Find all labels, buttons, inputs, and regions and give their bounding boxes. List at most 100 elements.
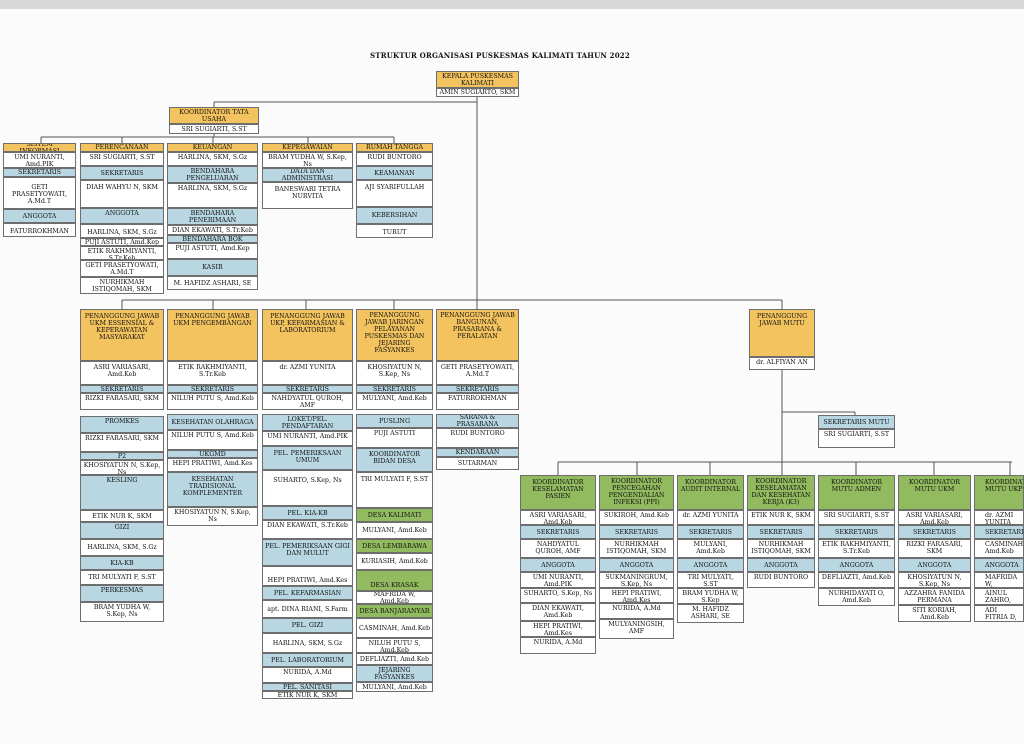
org-node: KOORDINATOR MUTU ADMEN — [818, 475, 895, 510]
org-node: SARANA & PRASARANA — [436, 414, 519, 428]
org-node: DESA KRASAK — [356, 570, 433, 591]
org-node: MULYANI, Amd.Keb — [356, 682, 433, 692]
org-node: DIAN EKAWATI, Amd.Keb — [520, 603, 596, 621]
org-node: SUKMANINGRUM, S.Kep, Ns — [599, 572, 674, 588]
org-node: KOORDINATOR BIDAN DESA — [356, 448, 433, 472]
org-node: RIZKI FARASARI, SKM — [80, 393, 164, 410]
org-node: SUKIROH, Amd.Keb — [599, 510, 674, 525]
org-node: KEUANGAN — [167, 143, 258, 152]
org-node: NURHIKMAH ISTIQOMAH, SKM — [747, 539, 815, 558]
org-node: SEKRETARIS — [167, 385, 258, 393]
org-node: ANGGOTA — [898, 558, 971, 572]
org-node: HARLINA, SKM, S.Gz — [167, 152, 258, 166]
org-node: JEJARING FASYANKES — [356, 665, 433, 682]
org-node: RUDI BUNTORO — [747, 572, 815, 588]
org-node: M. HAFIDZ ASHARI, SE — [167, 276, 258, 290]
org-node: PUJI ASTUTI, Amd.Kep — [80, 238, 164, 246]
org-node: KURIASIH, Amd.Keb — [356, 553, 433, 570]
org-node: SRI SUGIARTI, S.ST — [818, 429, 895, 448]
org-node: ASRI VARIASARI, Amd.Keb — [898, 510, 971, 525]
org-node: NURIDA, A.Md — [262, 667, 353, 683]
org-node: RUDI BUNTORO — [436, 428, 519, 448]
org-node: M. HAFIDZ ASHARI, SE — [677, 604, 744, 623]
org-node: AINUL ZAHRO, Amd.Keb — [974, 588, 1024, 605]
org-node: MAFRIDA W, Amd.Keb — [356, 591, 433, 604]
org-node: SEKRETARIS — [599, 525, 674, 539]
org-node: NILUH PUTU S, Amd.Keb — [356, 638, 433, 653]
org-node: AJI SYARIFULLAH — [356, 180, 433, 207]
org-node: BENDAHARA PENERIMAAN — [167, 208, 258, 225]
org-node: SUHARTO, S.Kep, Ns — [520, 588, 596, 603]
org-node: PENANGGUNG JAWAB UKM ESSENSIAL & KEPERAW… — [80, 309, 164, 361]
org-node: SEKRETARIS — [436, 385, 519, 393]
org-node: KHOSIYATUN N, S.Kep, Ns — [167, 507, 258, 526]
org-node: PERKESMAS — [80, 585, 164, 602]
org-node: GIZI — [80, 522, 164, 539]
org-node: dr. AZMI YUNITA — [677, 510, 744, 525]
org-node: NURHIKMAH ISTIQOMAH, SKM — [80, 277, 164, 294]
org-node: KHOSIYATUN N, S.Kep, Ns — [356, 361, 433, 385]
org-node: SRI SUGIARTI, S.ST — [818, 510, 895, 525]
org-node: SEKRETARIS MUTU — [818, 415, 895, 429]
org-node: PEL. KIA-KB — [262, 506, 353, 520]
org-node: SRI SUGIARTI, S.ST — [80, 152, 164, 166]
org-node: AMIN SUGIARTO, SKM — [436, 88, 519, 97]
org-node: PEL. PEMERIKSAAN UMUM — [262, 446, 353, 470]
org-node: HARLINA, SKM, S.Gz — [167, 183, 258, 208]
org-node: UMI NURANTI, Amd.PIK — [520, 572, 596, 588]
org-node: KOORDINATOR MUTU UKM — [898, 475, 971, 510]
org-node: NURHIKMAH ISTIQOMAH, SKM — [599, 539, 674, 558]
org-node: dr. AZMI YUNITA — [974, 510, 1024, 525]
org-node: HEPI PRATIWI, Amd.Kes — [262, 566, 353, 586]
org-node: ADI FITRIA D, Amd.Keb — [974, 605, 1024, 622]
org-node: GETI PRASETYOWATI, A.Md.T — [3, 177, 76, 209]
org-node: apt. DINA RIANI, S.Farm — [262, 600, 353, 618]
org-node: RIZKI FARASARI, SKM — [80, 433, 164, 452]
org-node: MULYANI, Amd.Keb — [677, 539, 744, 558]
org-node: ANGGOTA — [3, 209, 76, 223]
org-node: ETIK NUR K, SKM — [262, 691, 353, 699]
org-node: SEKRETARIS — [262, 385, 353, 393]
org-node: DESA KALIMATI — [356, 508, 433, 522]
org-node: SEKRETARIS — [974, 525, 1024, 539]
org-node: SITI KORIAH, Amd.Keb — [898, 605, 971, 622]
org-node: PENANGGUNG JAWAB MUTU — [749, 309, 815, 357]
org-node: KOORDINATOR MUTU UKP — [974, 475, 1024, 510]
org-node: NURIDA, A.Md — [520, 637, 596, 654]
org-node: DIAN EKAWATI, S.Tr.Keb — [262, 520, 353, 539]
scan-top-band — [0, 0, 1024, 9]
org-node: ANGGOTA — [818, 558, 895, 572]
org-node: TURUT — [356, 224, 433, 238]
org-node: CASMINAH, Amd.Keb — [356, 618, 433, 638]
org-node: TRI MULYATI, S.ST — [677, 572, 744, 588]
org-node: FATURROKHMAN — [3, 223, 76, 237]
org-node: BANESWARI TETRA NURVITA — [262, 182, 353, 209]
org-node: PERENCANAAN — [80, 143, 164, 152]
org-node: HARLINA, SKM, S.Gz — [80, 224, 164, 238]
org-node: MAFRIDA W, Amd.Keb — [974, 572, 1024, 588]
org-node: DEFLIAZTI, Amd.Keb — [818, 572, 895, 588]
org-node: MULYANI, Amd.Keb — [356, 522, 433, 539]
org-node: PROMKES — [80, 416, 164, 433]
org-node: SRI SUGIARTI, S.ST — [169, 124, 259, 134]
org-node: KESEHATAN TRADISIONAL KOMPLEMENTER — [167, 472, 258, 507]
org-node: KOORDINATOR KESELAMATAN DAN KESEHATAN KE… — [747, 475, 815, 510]
org-node: dr. AZMI YUNITA — [262, 361, 353, 385]
org-node: SEKRETARIS — [677, 525, 744, 539]
org-node: KESEHATAN OLAHRAGA — [167, 414, 258, 430]
org-node: KHOSIYATUN N, S.Kep, Ns — [80, 460, 164, 475]
org-node: NURIDA, A.Md — [599, 603, 674, 619]
org-node: KEAMANAN — [356, 166, 433, 180]
org-node: ANGGOTA — [520, 558, 596, 572]
org-node: ANGGOTA — [747, 558, 815, 572]
org-node: ANGGOTA — [599, 558, 674, 572]
org-node: PENANGGUNG JAWAB BANGUNAN, PRASARANA & P… — [436, 309, 519, 361]
org-node: CASMINAH, Amd.Keb — [974, 539, 1024, 558]
org-node: HEPI PRATIWI, Amd.Kes — [167, 458, 258, 472]
org-node: ANGGOTA — [974, 558, 1024, 572]
org-node: NAHDYATUL QUROH, AMF — [262, 393, 353, 410]
org-node: ASRI VARIASARI, Amd.Keb — [520, 510, 596, 525]
org-node: TRI MULYATI F, S.ST — [80, 570, 164, 585]
org-node: DESA BANJARANYAR — [356, 604, 433, 618]
org-node: ETIK NUR K, SKM — [80, 510, 164, 522]
